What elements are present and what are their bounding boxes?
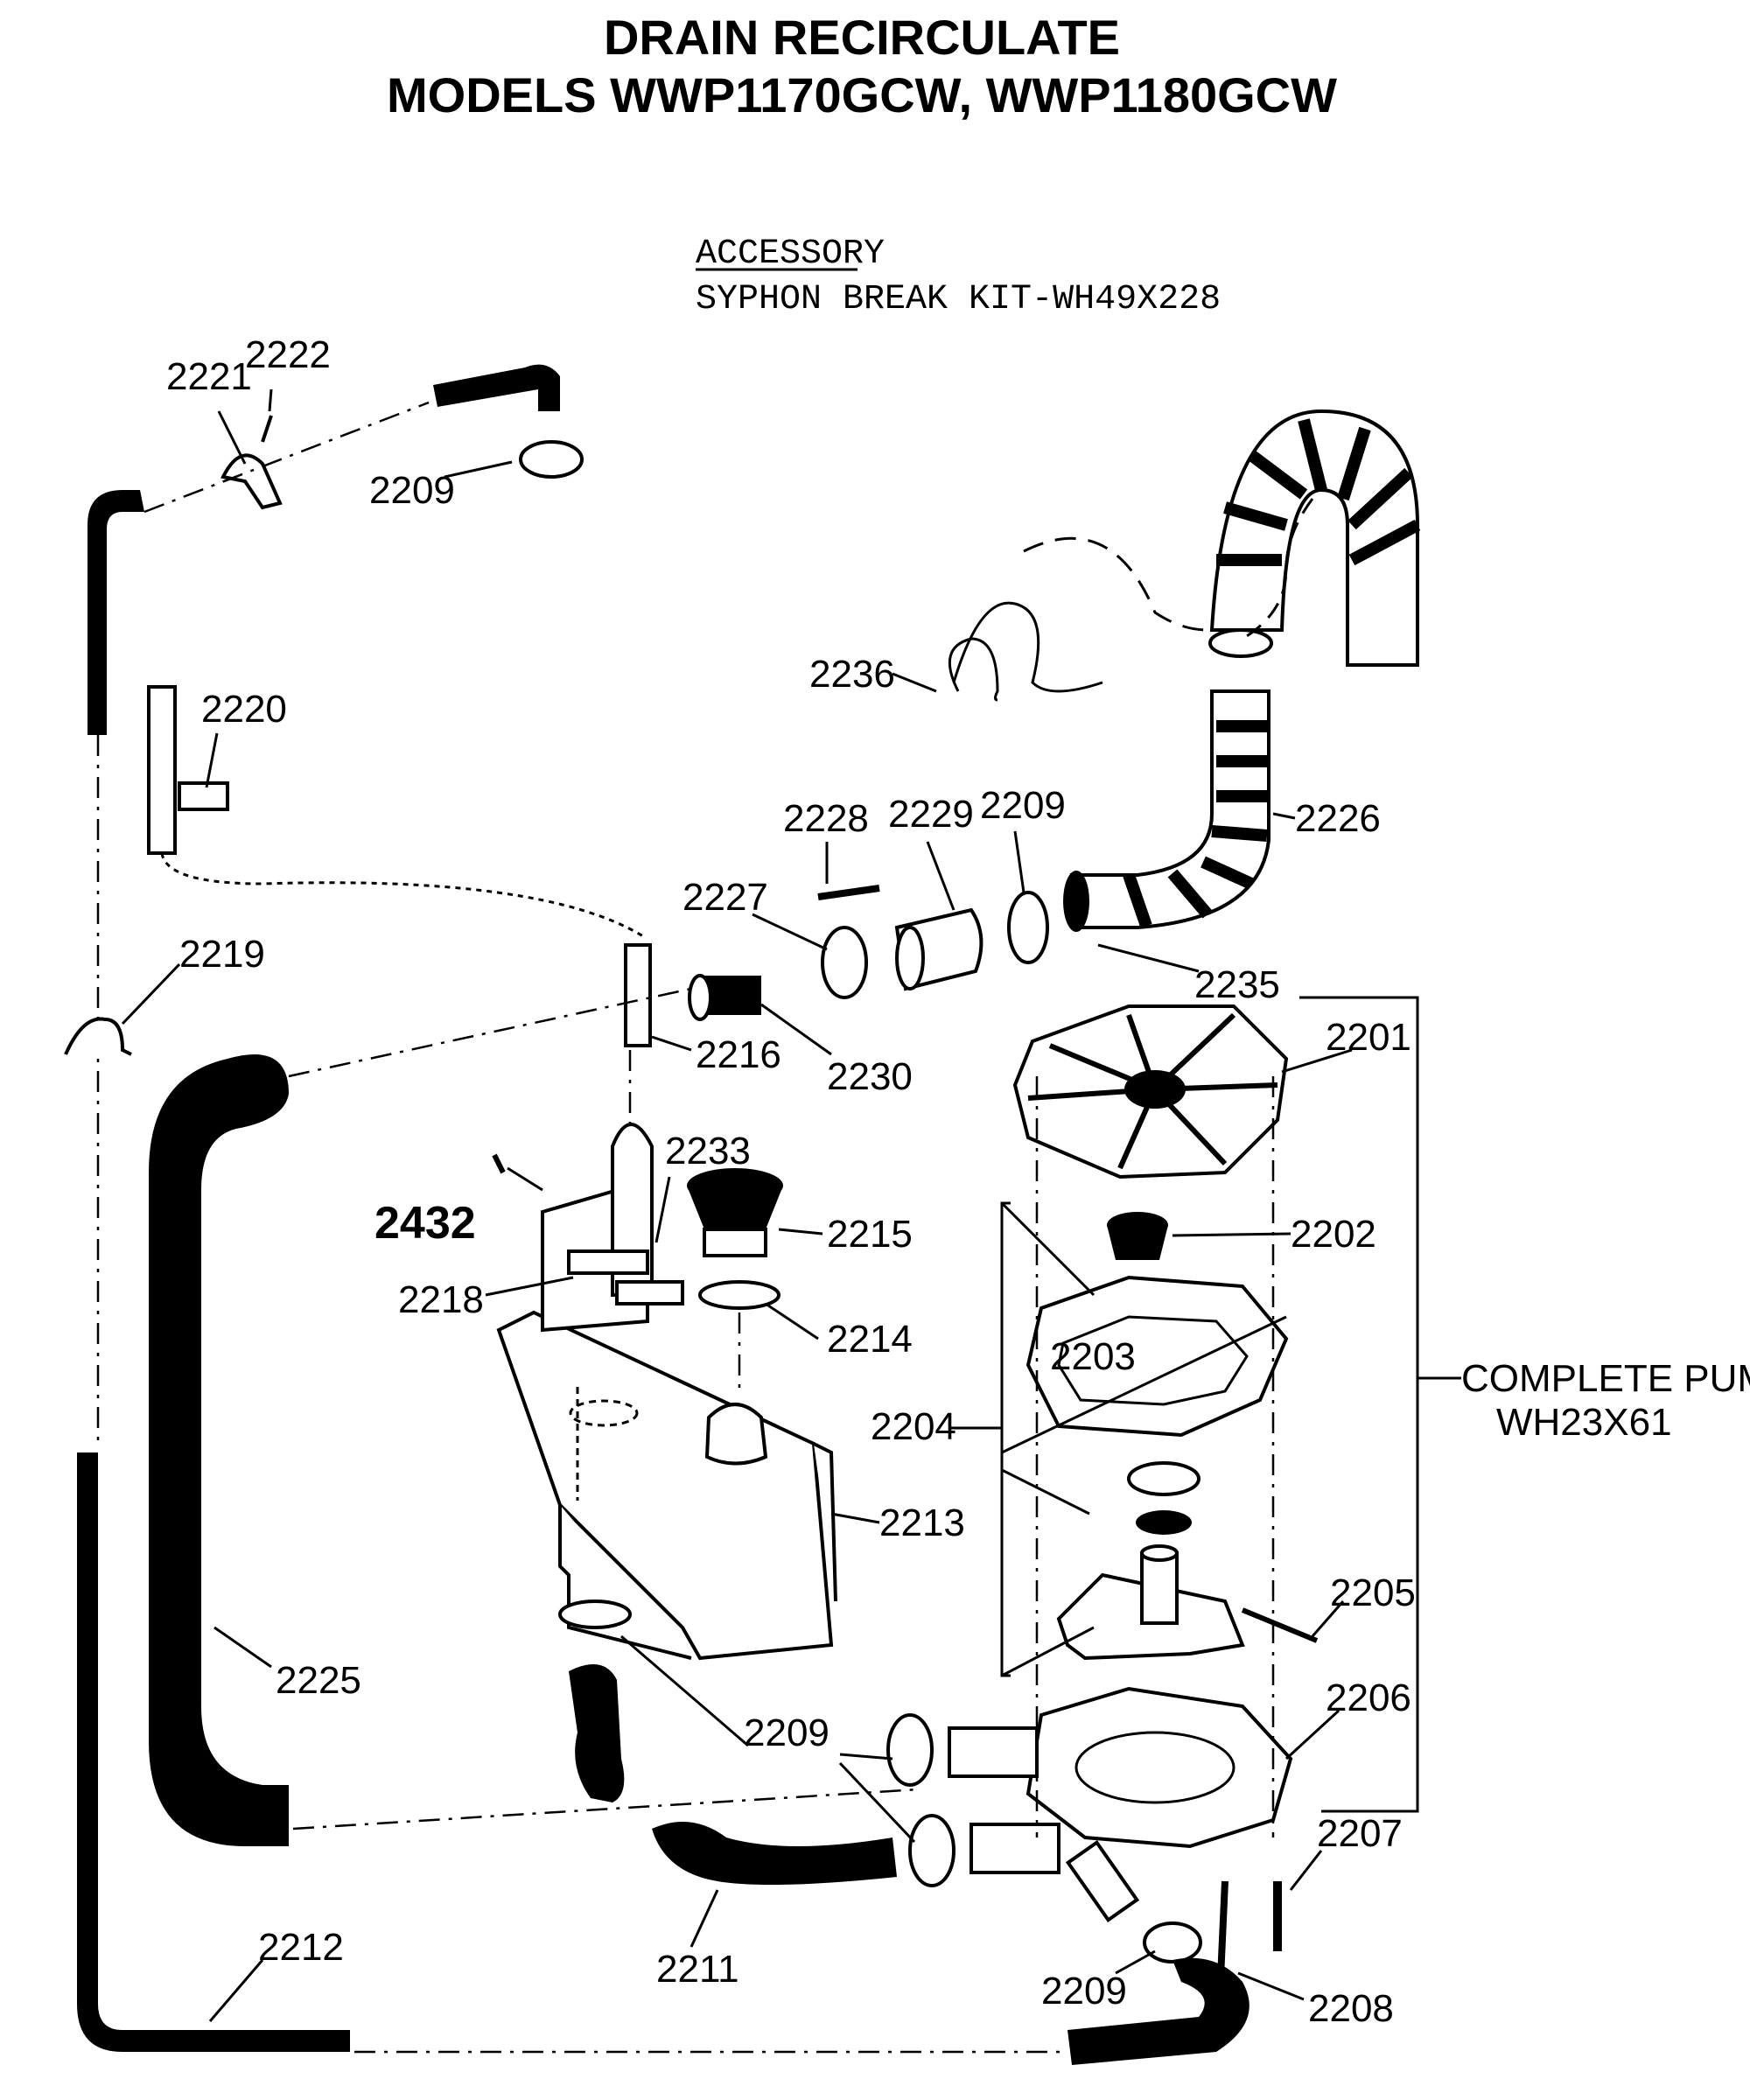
label-2209-low: 2209 bbox=[744, 1712, 830, 1754]
bracket-2204-lead-bot bbox=[1001, 1626, 1095, 1677]
air-tube-2220 bbox=[147, 685, 177, 855]
pump-outlet-hose bbox=[1068, 1957, 1250, 2065]
pump-impeller bbox=[1056, 1544, 1245, 1661]
hose-2211 bbox=[652, 1822, 897, 1885]
label-2209-top: 2209 bbox=[369, 469, 455, 512]
hose-clip-2219 bbox=[64, 1017, 132, 1056]
top-hose-clamp-2209 bbox=[519, 440, 584, 479]
pump-seal-2202 bbox=[1107, 1212, 1168, 1260]
screw-2222 bbox=[261, 415, 273, 443]
clamp-2209-siphon bbox=[1007, 891, 1049, 964]
complete-pump-bracket bbox=[1299, 996, 1419, 1813]
label-2205: 2205 bbox=[1330, 1572, 1416, 1614]
complete-pump-label: COMPLETE PUMP bbox=[1461, 1357, 1750, 1400]
drain-hose-2226 bbox=[1063, 409, 1421, 932]
label-2236: 2236 bbox=[809, 653, 895, 696]
label-2215: 2215 bbox=[827, 1213, 913, 1256]
label-2206: 2206 bbox=[1326, 1676, 1411, 1719]
top-elbow-hose bbox=[433, 364, 560, 411]
label-2229: 2229 bbox=[888, 793, 974, 836]
accessory-kit-label: SYPHON BREAK KIT-WH49X228 bbox=[696, 280, 1221, 319]
label-2214: 2214 bbox=[827, 1318, 913, 1361]
screw-2432 bbox=[492, 1153, 506, 1174]
syphon-wire-2236 bbox=[948, 637, 999, 702]
label-2225: 2225 bbox=[276, 1659, 361, 1702]
pump-seal-ring bbox=[1136, 1510, 1192, 1535]
clamp-2227 bbox=[821, 926, 868, 999]
hose-clip-2221 bbox=[220, 453, 283, 510]
label-2209-mid: 2209 bbox=[980, 784, 1066, 827]
screw-2208 bbox=[1217, 1880, 1228, 1978]
gasket-inner-ring bbox=[1057, 1315, 1249, 1406]
u-hose-top-line bbox=[288, 987, 692, 1078]
u-hose-bottom-line bbox=[292, 1788, 920, 1830]
label-2212: 2212 bbox=[258, 1926, 344, 1969]
label-2230: 2230 bbox=[827, 1055, 913, 1098]
bracket-2204-lead-top bbox=[1000, 1201, 1096, 1297]
reservoir-tank-2213 bbox=[496, 1310, 837, 1661]
tank-outlet-hose bbox=[569, 1664, 625, 1802]
pump-gasket-2203 bbox=[1026, 1275, 1289, 1438]
label-2209-bottom: 2209 bbox=[1041, 1970, 1127, 2012]
accessory-heading: ACCESSORY bbox=[696, 234, 885, 274]
part-labels: 2221 2222 2209 2220 2236 2228 2229 2209 … bbox=[166, 333, 1416, 2030]
pump-cover-2201 bbox=[1012, 1004, 1289, 1180]
label-2219: 2219 bbox=[179, 933, 265, 976]
tank-cap-2215 bbox=[687, 1168, 783, 1257]
label-2203: 2203 bbox=[1050, 1335, 1136, 1378]
bracket-2204 bbox=[1000, 1201, 1011, 1677]
label-2222: 2222 bbox=[245, 333, 331, 376]
pump-housing-2206 bbox=[948, 1686, 1293, 1923]
diagram-subtitle: MODELS WWP1170GCW, WWP1180GCW bbox=[387, 67, 1337, 122]
label-2227: 2227 bbox=[682, 876, 768, 919]
label-2211: 2211 bbox=[656, 1948, 739, 1991]
top-clip-center-line bbox=[144, 401, 430, 514]
outlet-clamp-2209 bbox=[1143, 1922, 1202, 1964]
bracket-2204-gasket-lead bbox=[1001, 1315, 1287, 1454]
diagram-title: DRAIN RECIRCULATE bbox=[603, 10, 1121, 65]
label-2201: 2201 bbox=[1326, 1016, 1411, 1059]
title-block: DRAIN RECIRCULATE MODELS WWP1170GCW, WWP… bbox=[0, 9, 1724, 124]
tank-bracket-2218 bbox=[541, 1050, 684, 1333]
left-vertical-hose bbox=[77, 490, 350, 2052]
pump-washer bbox=[1127, 1461, 1200, 1496]
cap-clamp-2214 bbox=[698, 1280, 780, 1310]
screw-2205 bbox=[1241, 1607, 1319, 1643]
u-hose-2225 bbox=[149, 1054, 289, 1846]
tank-clamp-2209 bbox=[558, 1600, 632, 1629]
bracket-2204-seal-lead bbox=[1001, 1468, 1090, 1516]
label-2228: 2228 bbox=[783, 797, 869, 840]
connector-2230 bbox=[688, 974, 761, 1021]
label-2220: 2220 bbox=[201, 688, 287, 731]
complete-pump-number: WH23X61 bbox=[1496, 1401, 1672, 1444]
label-2208: 2208 bbox=[1308, 1987, 1394, 2030]
tube-2216 bbox=[624, 943, 652, 1047]
label-2213: 2213 bbox=[879, 1502, 965, 1544]
syphon-wire-2236-loop bbox=[952, 601, 1103, 693]
label-2207: 2207 bbox=[1317, 1812, 1403, 1855]
label-2226: 2226 bbox=[1295, 797, 1381, 840]
label-2202: 2202 bbox=[1291, 1213, 1376, 1256]
label-2218: 2218 bbox=[398, 1278, 484, 1321]
housing-clamp-2209a bbox=[886, 1713, 934, 1787]
tube-clip-2220 bbox=[178, 781, 229, 811]
label-2204: 2204 bbox=[871, 1405, 956, 1448]
label-2216: 2216 bbox=[696, 1033, 781, 1076]
air-tube-run bbox=[160, 852, 644, 938]
label-2432: 2432 bbox=[374, 1198, 476, 1249]
screw-2228 bbox=[817, 885, 880, 900]
housing-clamp-2209b bbox=[908, 1814, 956, 1887]
break-body-2229 bbox=[894, 907, 984, 991]
label-2235: 2235 bbox=[1194, 963, 1280, 1006]
syphon-dashed-line bbox=[1023, 536, 1208, 632]
leader-lines bbox=[121, 388, 1353, 2022]
label-2221: 2221 bbox=[166, 355, 252, 398]
label-2233: 2233 bbox=[665, 1130, 751, 1172]
